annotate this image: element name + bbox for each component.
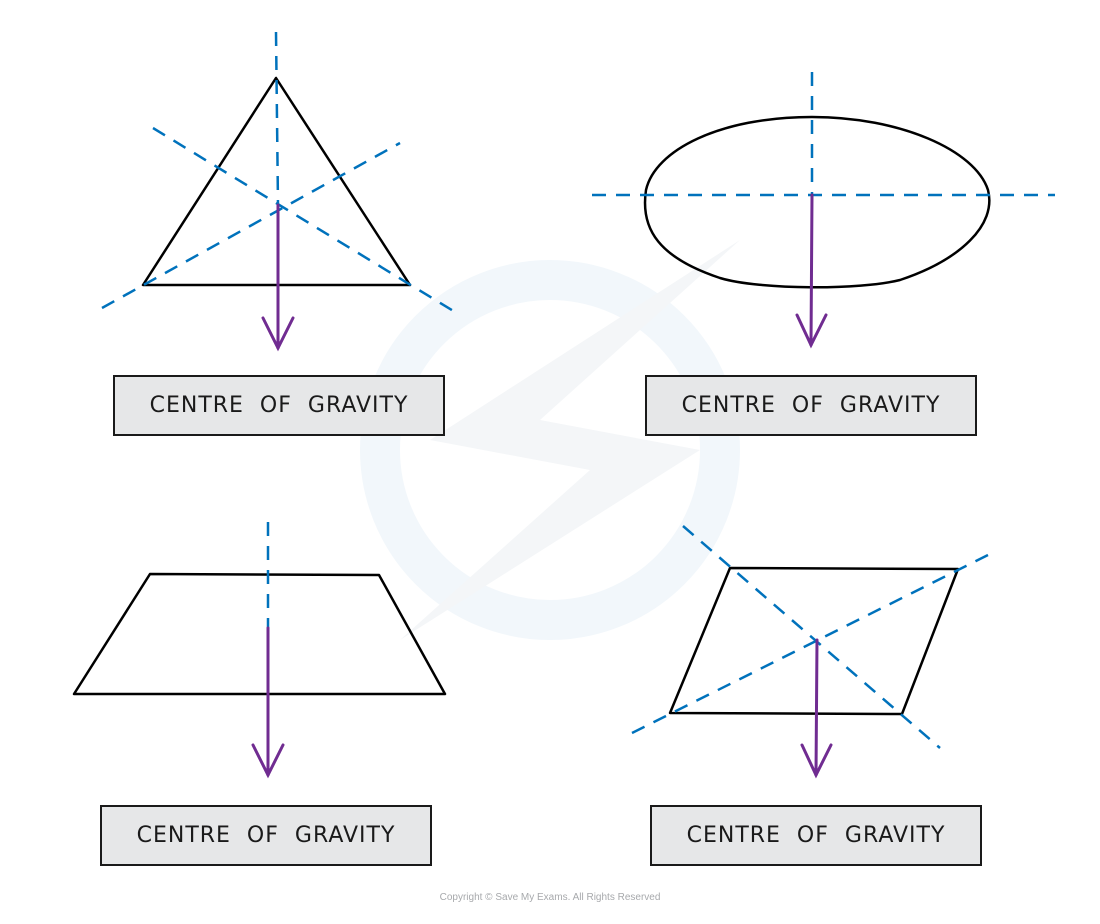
panel-triangle	[101, 31, 456, 352]
watermark-logo	[360, 240, 740, 640]
symmetry-line-diagonal-1	[152, 126, 456, 314]
panel-ellipse	[592, 72, 1055, 349]
label-centre-of-gravity-triangle: CENTRE OF GRAVITY	[113, 375, 445, 436]
watermark-bolt	[400, 240, 740, 640]
label-text: CENTRE OF GRAVITY	[136, 823, 396, 848]
weight-arrow	[261, 203, 295, 352]
weight-arrow	[800, 638, 833, 779]
symmetry-line-vertical	[274, 31, 280, 206]
label-centre-of-gravity-trapezium: CENTRE OF GRAVITY	[100, 805, 432, 866]
panel-parallelogram	[631, 525, 989, 779]
weight-arrow	[251, 626, 285, 779]
symmetry-line-diagonal-2	[101, 141, 401, 310]
weight-arrow	[795, 193, 828, 349]
watermark-ring	[360, 260, 740, 640]
ellipse-shape	[643, 115, 991, 289]
diagonal-line-1	[682, 525, 941, 749]
label-text: CENTRE OF GRAVITY	[149, 393, 409, 418]
diagonal-line-2	[631, 553, 989, 735]
copyright-notice: Copyright © Save My Exams. All Rights Re…	[439, 892, 661, 903]
label-text: CENTRE OF GRAVITY	[686, 823, 946, 848]
label-centre-of-gravity-ellipse: CENTRE OF GRAVITY	[645, 375, 977, 436]
trapezium-shape	[72, 572, 447, 696]
label-text: CENTRE OF GRAVITY	[681, 393, 941, 418]
label-centre-of-gravity-parallelogram: CENTRE OF GRAVITY	[650, 805, 982, 866]
panel-trapezium	[72, 522, 447, 779]
